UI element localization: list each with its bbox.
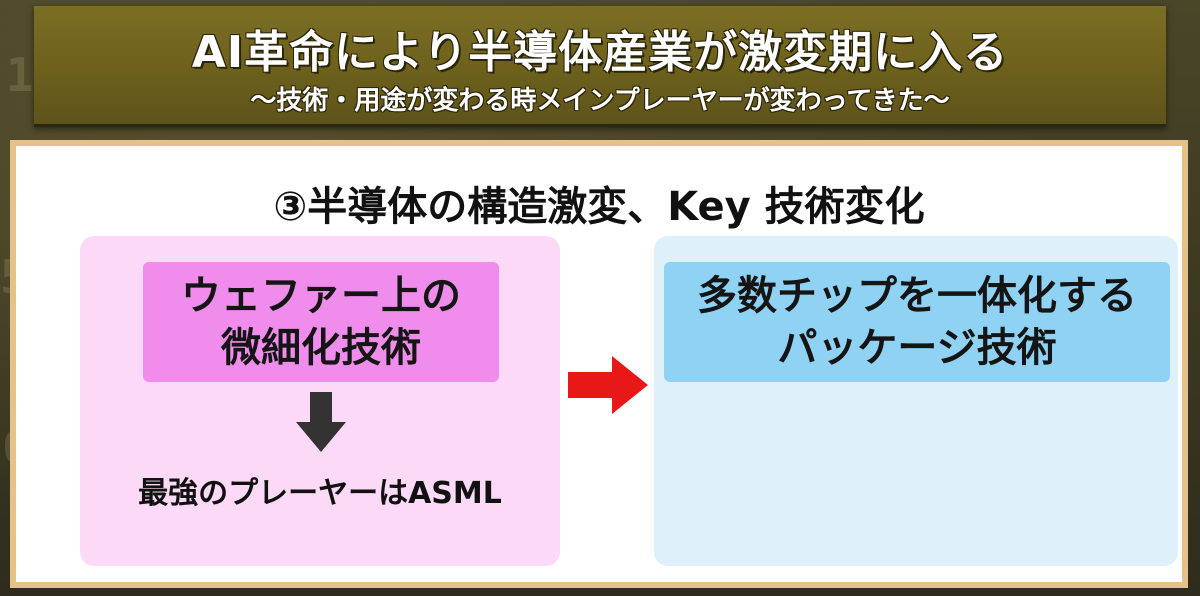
right-label-line: 多数チップを一体化する (697, 273, 1137, 319)
right-arrow-icon (568, 356, 648, 414)
page-subtitle: 〜技術・用途が変わる時メインプレーヤーが変わってきた〜 (250, 86, 950, 116)
header-banner: AI革命により半導体産業が激変期に入る 〜技術・用途が変わる時メインプレーヤーが… (34, 6, 1166, 127)
content-panel: ③半導体の構造激変、Key 技術変化 ウェファー上の 微細化技術 最強のプレーヤ… (10, 140, 1188, 588)
section-heading: ③半導体の構造激変、Key 技術変化 (273, 184, 925, 230)
left-column: ウェファー上の 微細化技術 最強のプレーヤーはASML (80, 236, 560, 566)
right-label-line: パッケージ技術 (777, 325, 1057, 371)
left-technology-label: ウェファー上の 微細化技術 (143, 262, 499, 382)
left-label-line: 微細化技術 (221, 325, 421, 371)
leading-player-text: 最強のプレーヤーはASML (138, 476, 502, 511)
right-column: 多数チップを一体化する パッケージ技術 (654, 236, 1178, 566)
background-decoration: 1 (6, 48, 34, 102)
down-arrow-icon (296, 392, 346, 452)
left-label-line: ウェファー上の (181, 273, 461, 319)
right-technology-label: 多数チップを一体化する パッケージ技術 (664, 262, 1170, 382)
page-title: AI革命により半導体産業が激変期に入る (191, 27, 1009, 78)
